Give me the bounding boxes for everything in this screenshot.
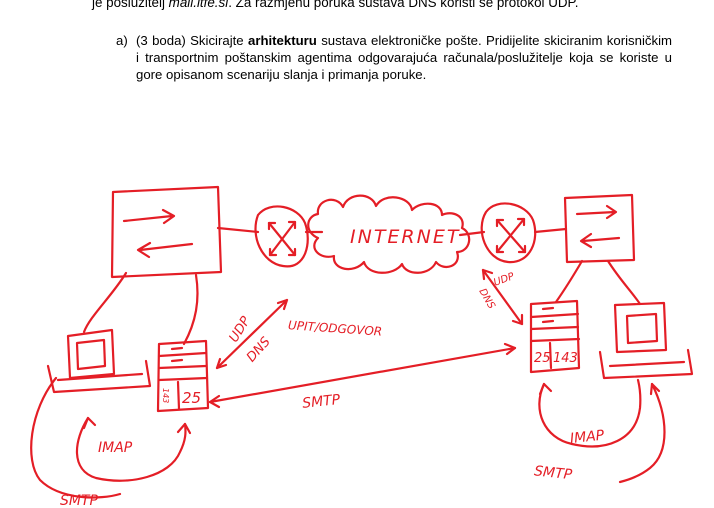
right-port-25: 25 bbox=[534, 351, 551, 366]
right-port-143: 143 bbox=[553, 351, 578, 366]
left-port-143: 143 bbox=[161, 388, 170, 403]
server-name: mail.ltfe.si bbox=[168, 0, 229, 10]
udp-right-label: UDP bbox=[492, 271, 516, 289]
task-label: a) bbox=[116, 33, 128, 48]
scenario-text-prefix: je poslužitelj bbox=[92, 0, 169, 10]
link-left-server-router bbox=[216, 226, 260, 234]
right-computer bbox=[598, 301, 694, 380]
right-server-box bbox=[563, 193, 636, 264]
left-server-box bbox=[110, 185, 223, 279]
task-text-after: sustava elektroničke pošte. Pridijelite … bbox=[136, 33, 672, 82]
link-right-router-server bbox=[533, 227, 568, 234]
smtp-middle-label: SMTP bbox=[301, 392, 341, 412]
imap-left-label: IMAP bbox=[98, 440, 133, 456]
scenario-text-suffix: . Za razmjenu poruka sustava DNS koristi… bbox=[228, 0, 579, 10]
imap-right-label: IMAP bbox=[569, 427, 605, 447]
imap-left-loop bbox=[75, 416, 192, 482]
udp-left-label: UDP bbox=[227, 314, 254, 345]
link-left-box-computer bbox=[82, 271, 128, 334]
smtp-right-label: SMTP bbox=[533, 463, 573, 483]
link-right-box-tower bbox=[554, 259, 584, 304]
left-computer bbox=[46, 328, 152, 394]
task-bold-word: arhitekturu bbox=[247, 33, 317, 48]
imap-right-loop bbox=[538, 378, 642, 448]
task-text: (3 boda) Skicirajte arhitekturu sustava … bbox=[136, 32, 672, 83]
link-right-box-computer bbox=[606, 259, 642, 306]
right-router bbox=[480, 202, 537, 264]
scenario-text-line: je poslužitelj mail.ltfe.si. Za razmjenu… bbox=[92, 0, 578, 10]
smtp-left-label: SMTP bbox=[60, 493, 99, 508]
left-port-25: 25 bbox=[182, 389, 201, 407]
internet-cloud bbox=[304, 194, 486, 274]
smtp-left-loop bbox=[30, 376, 122, 499]
dns-left-label: DNS bbox=[244, 334, 274, 365]
right-server-tower bbox=[529, 299, 581, 374]
query-response-label: UPIT/ODGOVOR bbox=[288, 318, 383, 339]
left-router bbox=[254, 205, 309, 268]
left-server-tower bbox=[156, 339, 210, 413]
dns-right-arrow bbox=[481, 268, 524, 326]
task-text-before: (3 boda) Skicirajte bbox=[136, 33, 248, 48]
smtp-middle-arrow bbox=[208, 342, 517, 409]
internet-label: INTERNET bbox=[350, 226, 460, 248]
smtp-right-loop bbox=[618, 382, 666, 484]
dns-right-label: DNS bbox=[476, 287, 497, 312]
link-left-box-tower bbox=[182, 273, 199, 346]
task-a: a) (3 boda) Skicirajte arhitekturu susta… bbox=[116, 32, 672, 83]
dns-left-arrow bbox=[215, 298, 289, 370]
